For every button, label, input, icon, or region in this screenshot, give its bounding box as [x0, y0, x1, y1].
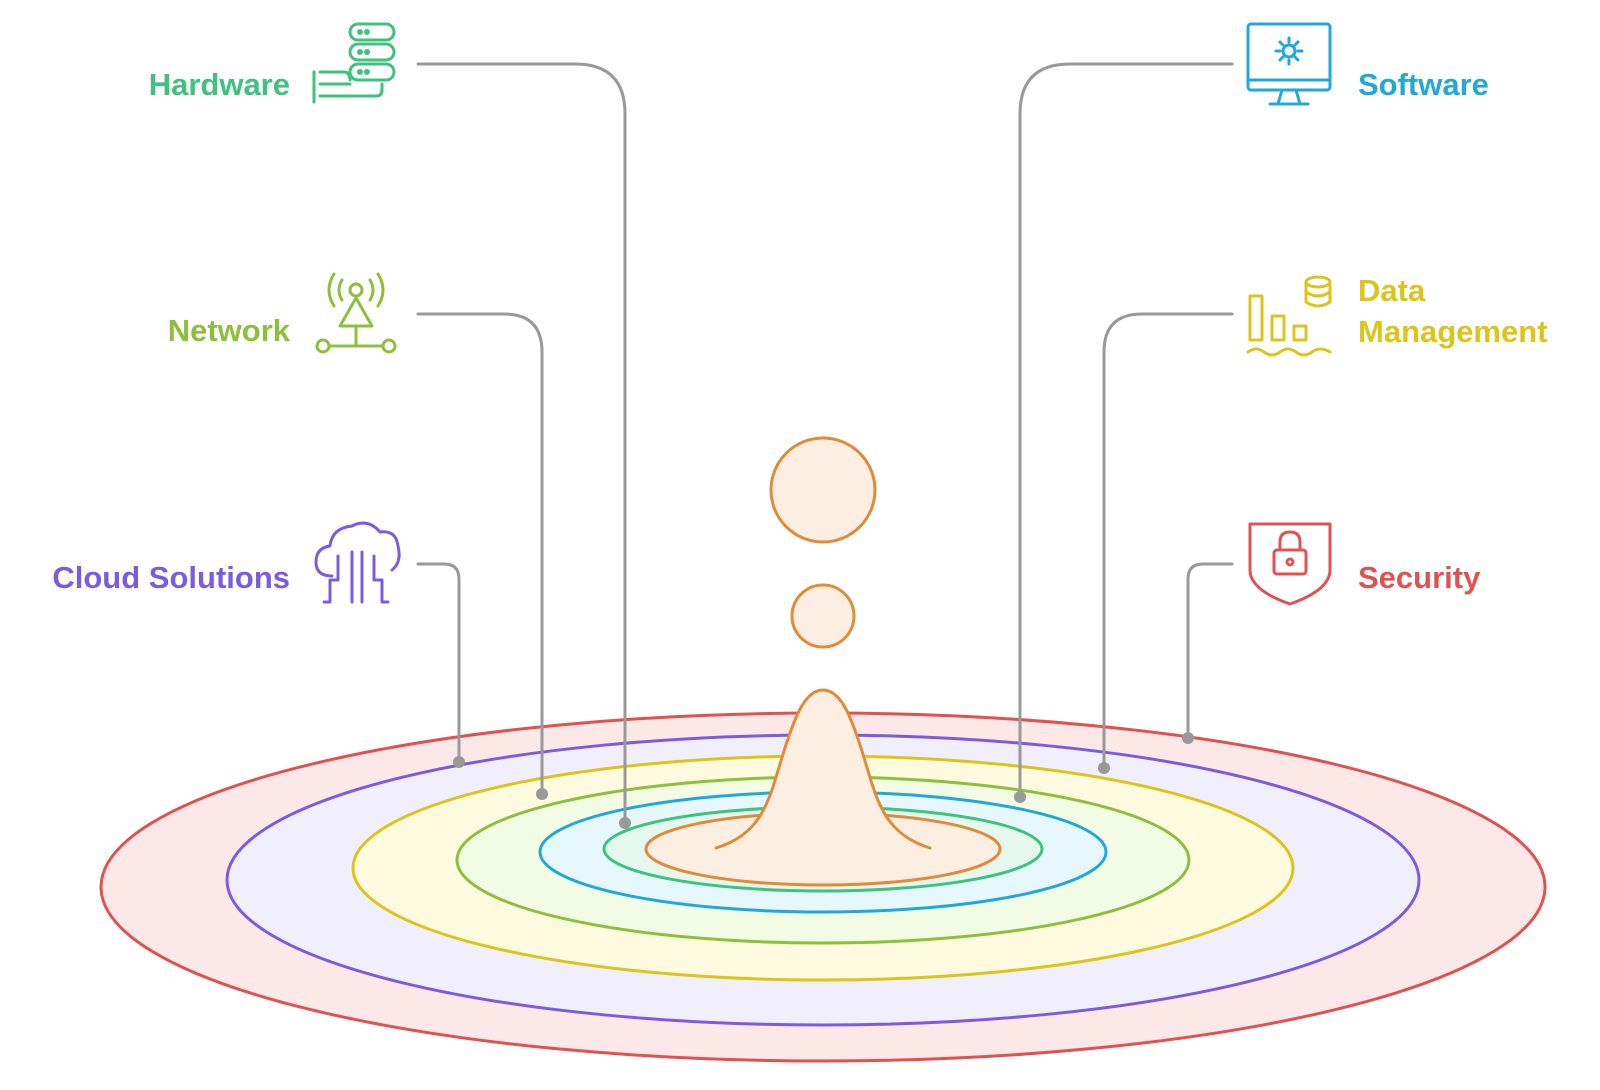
antenna-network-icon — [315, 272, 397, 354]
label-software-line: Software — [1358, 67, 1489, 102]
connector-hardware — [416, 62, 627, 825]
drop-small — [790, 583, 856, 649]
connector-dot-security — [1182, 732, 1194, 744]
server-hand-icon — [312, 22, 396, 104]
label-security: Security — [1358, 557, 1480, 598]
connector-data — [1102, 312, 1234, 770]
drop-large — [769, 436, 877, 544]
shield-lock-icon — [1248, 522, 1332, 606]
label-network-line: Network — [167, 313, 290, 348]
label-data-management: Data Management — [1358, 270, 1547, 352]
label-hardware: Hardware — [149, 64, 290, 105]
label-cloud-solutions: Cloud Solutions — [52, 557, 290, 598]
connector-dot-data — [1098, 762, 1110, 774]
label-hardware-line: Hardware — [148, 67, 290, 102]
connector-dot-software — [1014, 791, 1026, 803]
connector-network — [416, 312, 544, 796]
label-data-management-line-1: Data — [1358, 273, 1426, 308]
data-chart-database-icon — [1246, 275, 1332, 357]
monitor-gear-icon — [1246, 22, 1332, 106]
connector-dot-network — [536, 788, 548, 800]
label-software: Software — [1358, 64, 1489, 105]
label-network: Network — [168, 310, 290, 351]
connector-cloud — [416, 562, 461, 764]
connector-software — [1018, 62, 1234, 799]
connector-dot-hardware — [619, 817, 631, 829]
cloud-circuit-icon — [314, 521, 401, 604]
connectors — [416, 62, 1234, 825]
label-security-line: Security — [1358, 560, 1481, 595]
label-cloud-solutions-line: Cloud Solutions — [52, 560, 290, 595]
splash-peak — [714, 688, 932, 850]
connector-dot-cloud — [453, 756, 465, 768]
label-data-management-line-2: Management — [1358, 314, 1548, 349]
connector-dots — [453, 732, 1194, 829]
connector-security — [1186, 562, 1234, 740]
